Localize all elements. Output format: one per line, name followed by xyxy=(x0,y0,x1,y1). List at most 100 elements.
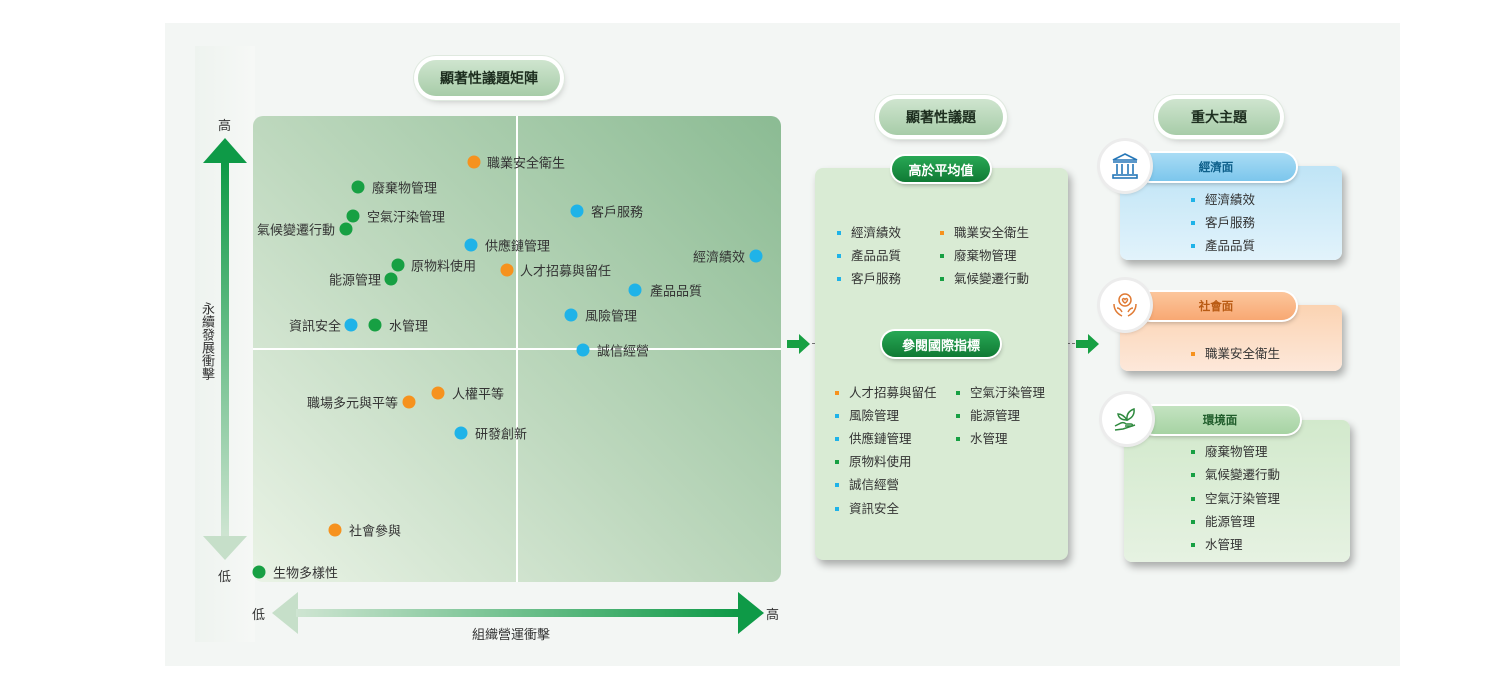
bullet-square xyxy=(835,413,839,418)
list-item: 經濟績效 xyxy=(837,222,901,241)
list-item: 能源管理 xyxy=(1191,511,1255,530)
matrix-point-dot xyxy=(339,222,353,236)
economic-box xyxy=(1120,166,1342,260)
bullet-square xyxy=(1191,519,1195,524)
matrix-point-label: 人權平等 xyxy=(452,387,505,403)
matrix-point-dot xyxy=(344,318,358,332)
list-item-text: 職業安全衛生 xyxy=(1205,346,1281,361)
x-axis-low-label: 低 xyxy=(252,608,266,623)
list-item: 產品品質 xyxy=(837,245,901,264)
bullet-square xyxy=(1191,542,1195,547)
matrix-point-label: 誠信經營 xyxy=(597,344,650,360)
list-item: 資訊安全 xyxy=(835,498,899,517)
topics-title: 顯著性議題 xyxy=(879,99,1003,135)
hand-leaf-icon xyxy=(1114,407,1136,431)
list-item: 能源管理 xyxy=(956,405,1020,424)
y-axis-high-label: 高 xyxy=(218,119,232,134)
bullet-square xyxy=(956,413,960,418)
matrix-point-dot xyxy=(564,308,578,322)
matrix-point-dot xyxy=(467,155,481,169)
matrix-point-dot xyxy=(628,283,642,297)
list-item-text: 氣候變遷行動 xyxy=(954,271,1030,286)
matrix-point-label: 氣候變遷行動 xyxy=(256,223,335,239)
matrix-point-label: 客戶服務 xyxy=(591,205,644,221)
above-average-tag: 高於平均值 xyxy=(892,156,990,182)
bullet-square xyxy=(940,230,944,235)
major-topics-title-text: 重大主題 xyxy=(1191,110,1247,126)
bullet-square xyxy=(1191,197,1195,202)
bullet-square xyxy=(956,390,960,395)
matrix-point-label: 人才招募與留任 xyxy=(520,264,612,280)
matrix-point-dot xyxy=(454,426,468,440)
list-item-text: 經濟績效 xyxy=(851,225,902,240)
bullet-square xyxy=(837,230,841,235)
bullet-square xyxy=(835,436,839,441)
bullet-square xyxy=(1191,243,1195,248)
list-item: 廢棄物管理 xyxy=(1191,441,1268,460)
matrix-point-dot xyxy=(252,565,266,579)
matrix-point-label: 能源管理 xyxy=(328,273,381,289)
bullet-square xyxy=(940,253,944,258)
social-tag: 社會面 xyxy=(1136,292,1296,320)
list-item: 風險管理 xyxy=(835,405,899,424)
matrix-point-dot xyxy=(431,386,445,400)
y-axis-arrow xyxy=(203,138,247,560)
hands-heart-icon xyxy=(1113,293,1137,317)
list-item: 人才招募與留任 xyxy=(835,382,937,401)
environment-box xyxy=(1124,420,1350,562)
bullet-square xyxy=(835,482,839,487)
list-item-text: 氣候變遷行動 xyxy=(1205,467,1281,482)
list-item: 經濟績效 xyxy=(1191,189,1255,208)
bullet-square xyxy=(837,253,841,258)
arrow-right-icon xyxy=(787,334,810,354)
matrix-point-label: 供應鏈管理 xyxy=(485,239,551,255)
x-axis-high-label: 高 xyxy=(766,608,780,623)
arrow-right-icon xyxy=(1076,334,1099,354)
matrix-point-label: 產品品質 xyxy=(650,284,703,300)
matrix-point-label: 職業安全衛生 xyxy=(487,156,566,172)
matrix-point-dot xyxy=(328,523,342,537)
list-item: 氣候變遷行動 xyxy=(1191,464,1280,483)
list-item-text: 空氣汙染管理 xyxy=(970,385,1046,400)
list-item-text: 客戶服務 xyxy=(1205,215,1256,230)
list-item: 空氣汙染管理 xyxy=(956,382,1045,401)
economic-tag-label: 經濟面 xyxy=(1198,160,1234,174)
list-item: 產品品質 xyxy=(1191,235,1255,254)
matrix-point-label: 生物多樣性 xyxy=(273,566,339,582)
list-item-text: 經濟績效 xyxy=(1205,192,1256,207)
list-item-text: 水管理 xyxy=(970,431,1008,446)
list-item: 職業安全衛生 xyxy=(940,222,1029,241)
list-item-text: 水管理 xyxy=(1205,537,1243,552)
social-icon-badge xyxy=(1100,280,1150,330)
international-indicators-tag: 參閱國際指標 xyxy=(882,331,1000,357)
y-axis-low-label: 低 xyxy=(218,570,232,585)
matrix-horizontal-divider xyxy=(253,348,781,350)
economic-icon-badge xyxy=(1100,141,1150,191)
bullet-square xyxy=(1191,351,1195,356)
matrix-point-label: 資訊安全 xyxy=(288,319,341,335)
matrix-point-dot xyxy=(384,272,398,286)
bullet-square xyxy=(1191,472,1195,477)
matrix-point-label: 廢棄物管理 xyxy=(372,181,438,197)
matrix-point-label: 水管理 xyxy=(389,319,429,335)
matrix-point-dot xyxy=(500,263,514,277)
matrix-point-label: 研發創新 xyxy=(475,427,528,443)
list-item: 原物料使用 xyxy=(835,451,912,470)
matrix-point-label: 空氣汙染管理 xyxy=(367,210,446,226)
list-item-text: 廢棄物管理 xyxy=(1205,444,1268,459)
bullet-square xyxy=(837,276,841,281)
matrix-point-label: 社會參與 xyxy=(349,524,402,540)
list-item-text: 廢棄物管理 xyxy=(954,248,1017,263)
y-axis-title: 永續發展衝擊 xyxy=(199,302,214,380)
matrix-point-dot xyxy=(576,343,590,357)
matrix-point-dot xyxy=(391,258,405,272)
matrix-point-dot xyxy=(351,180,365,194)
bank-icon xyxy=(1112,153,1138,179)
list-item: 職業安全衛生 xyxy=(1191,343,1280,362)
bullet-square xyxy=(1191,220,1195,225)
list-item: 客戶服務 xyxy=(837,268,901,287)
materiality-matrix xyxy=(253,116,781,582)
major-topics-title: 重大主題 xyxy=(1158,99,1280,135)
social-tag-label: 社會面 xyxy=(1198,299,1234,313)
list-item: 空氣汙染管理 xyxy=(1191,488,1280,507)
